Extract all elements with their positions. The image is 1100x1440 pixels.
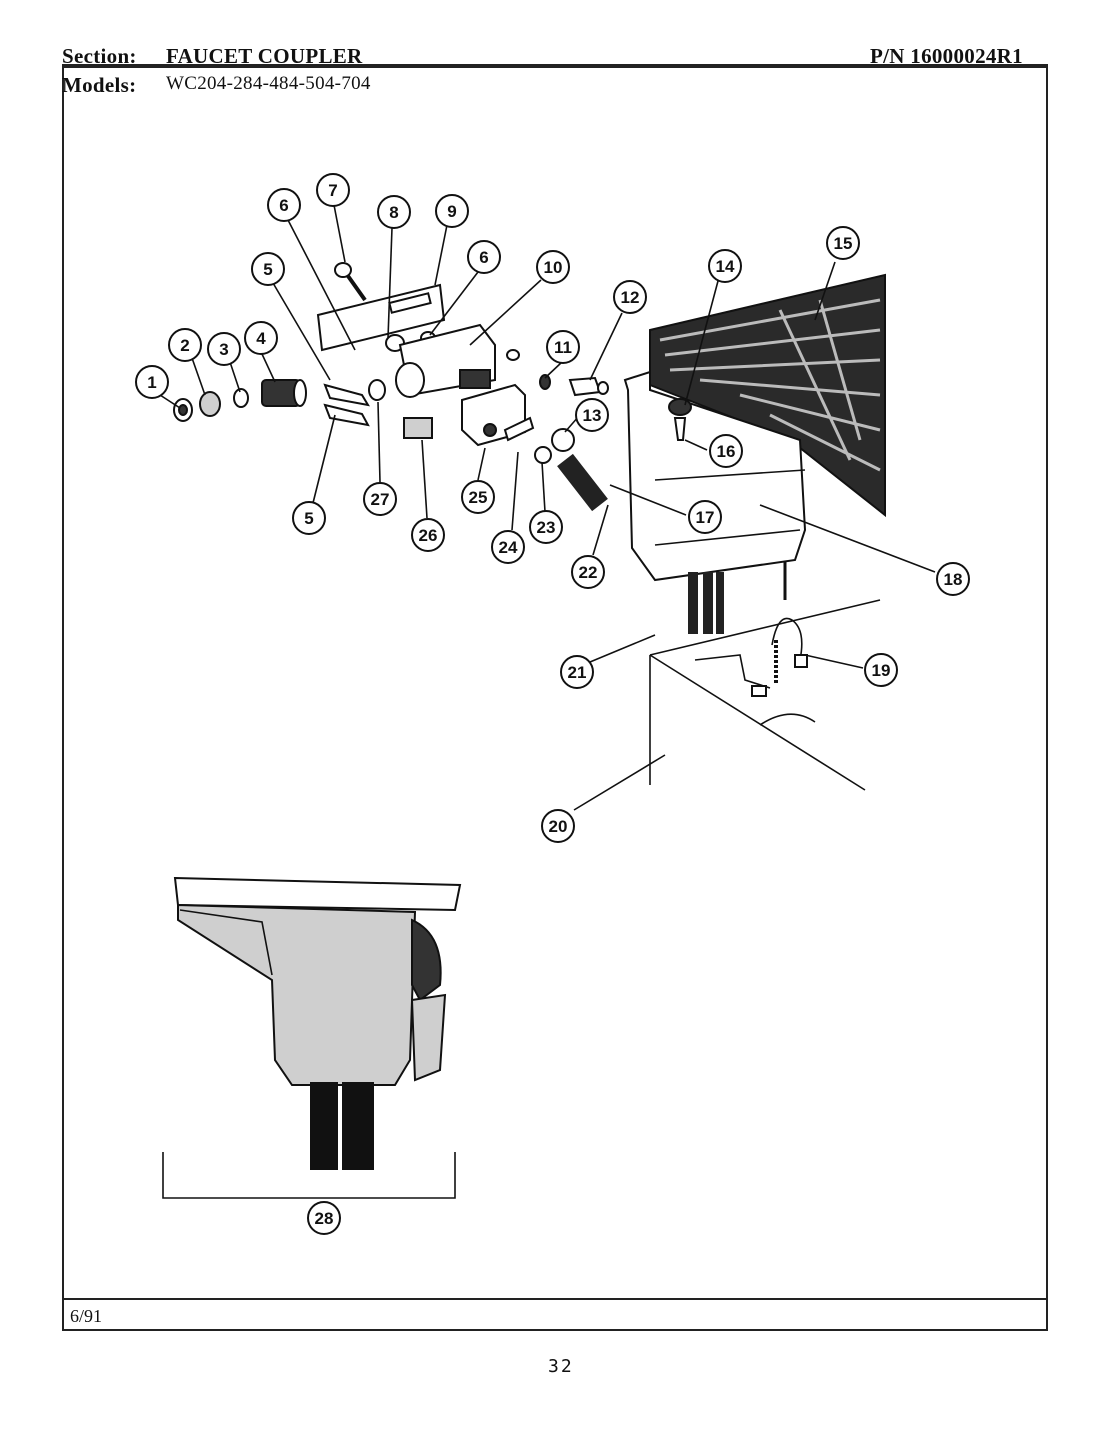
svg-text:13: 13 <box>583 406 602 425</box>
callout-5-lower: 5 <box>292 501 326 535</box>
page-number: 32 <box>548 1356 574 1377</box>
callout-21: 21 <box>560 655 594 689</box>
models-label: Models: <box>62 73 137 97</box>
svg-text:24: 24 <box>499 538 518 557</box>
callout-4: 4 <box>244 321 278 355</box>
section-title: FAUCET COUPLER <box>166 44 363 68</box>
svg-text:14: 14 <box>716 257 735 276</box>
svg-text:10: 10 <box>544 258 563 277</box>
callout-23: 23 <box>529 510 563 544</box>
callout-26: 26 <box>411 518 445 552</box>
svg-text:9: 9 <box>447 202 456 221</box>
callout-20: 20 <box>541 809 575 843</box>
svg-text:3: 3 <box>219 340 228 359</box>
callout-6-left: 6 <box>267 188 301 222</box>
svg-text:4: 4 <box>256 329 266 348</box>
callout-8: 8 <box>377 195 411 229</box>
footer-rule <box>62 1298 1048 1300</box>
callout-12: 12 <box>613 280 647 314</box>
svg-text:8: 8 <box>389 203 398 222</box>
callout-11: 11 <box>546 330 580 364</box>
callout-14: 14 <box>708 249 742 283</box>
callout-3: 3 <box>207 332 241 366</box>
drawing-frame <box>62 66 1048 1331</box>
callout-16: 16 <box>709 434 743 468</box>
callout-2: 2 <box>168 328 202 362</box>
svg-text:6: 6 <box>479 248 488 267</box>
section-label: Section: <box>62 44 137 68</box>
callout-24: 24 <box>491 530 525 564</box>
svg-text:22: 22 <box>579 563 598 582</box>
callout-9: 9 <box>435 194 469 228</box>
svg-text:28: 28 <box>315 1209 334 1228</box>
coupler-housing-drawing <box>623 370 807 634</box>
callout-15: 15 <box>826 226 860 260</box>
svg-text:6: 6 <box>279 196 288 215</box>
svg-text:12: 12 <box>621 288 640 307</box>
exploded-small-parts <box>173 262 692 512</box>
svg-text:25: 25 <box>469 488 488 507</box>
svg-text:21: 21 <box>568 663 587 682</box>
header-rule <box>62 64 1048 66</box>
models-list: WC204-284-484-504-704 <box>166 73 371 94</box>
svg-text:2: 2 <box>180 336 189 355</box>
svg-text:7: 7 <box>328 181 337 200</box>
svg-text:16: 16 <box>717 442 736 461</box>
svg-text:17: 17 <box>696 508 715 527</box>
inset-assembly-view <box>162 876 462 1199</box>
svg-text:18: 18 <box>944 570 963 589</box>
washer-top-drawing <box>649 599 881 791</box>
revision-date: 6/91 <box>70 1306 103 1326</box>
callout-19: 19 <box>864 653 898 687</box>
callout-22: 22 <box>571 555 605 589</box>
callout-28: 28 <box>307 1201 341 1235</box>
callout-6-right: 6 <box>467 240 501 274</box>
callout-7: 7 <box>316 173 350 207</box>
hose-clamp-drawing <box>771 617 808 685</box>
svg-text:5: 5 <box>304 509 313 528</box>
svg-text:11: 11 <box>554 338 572 357</box>
callout-1: 1 <box>135 365 169 399</box>
callout-25: 25 <box>461 480 495 514</box>
svg-text:5: 5 <box>263 260 272 279</box>
svg-text:26: 26 <box>419 526 438 545</box>
callout-10: 10 <box>536 250 570 284</box>
part-number: P/N 16000024R1 <box>870 44 1023 68</box>
callout-17: 17 <box>688 500 722 534</box>
svg-text:19: 19 <box>872 661 891 680</box>
svg-text:23: 23 <box>537 518 556 537</box>
svg-text:1: 1 <box>147 373 156 392</box>
callout-13: 13 <box>575 398 609 432</box>
callout-18: 18 <box>936 562 970 596</box>
svg-text:15: 15 <box>834 234 853 253</box>
svg-text:20: 20 <box>549 817 568 836</box>
callout-27: 27 <box>363 482 397 516</box>
svg-text:27: 27 <box>371 490 390 509</box>
callout-5-upper: 5 <box>251 252 285 286</box>
